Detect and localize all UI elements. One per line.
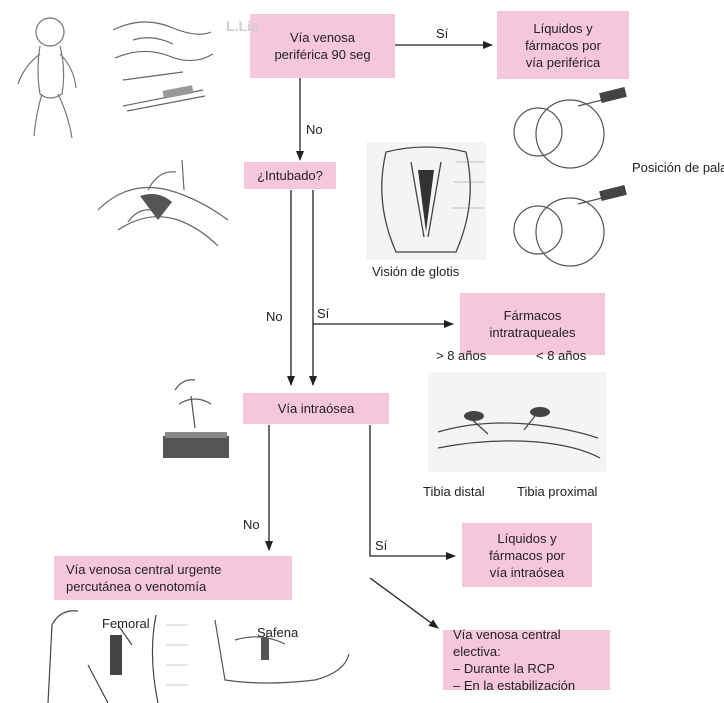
illustration-femoral-access (38, 605, 188, 703)
box-via-intraosea: Vía intraósea (243, 393, 389, 424)
label-no-periferica: No (306, 122, 323, 137)
box-farmacos-intratraqueales: Fármacos intratraqueales (460, 293, 605, 355)
label-no-intubado: No (266, 309, 283, 324)
caption-mayor-8: > 8 años (436, 348, 486, 363)
box-via-periferica: Vía venosa periférica 90 seg (250, 14, 395, 78)
caption-posicion-pala: Posición de pala (632, 160, 724, 175)
box-liquidos-periferica: Líquidos y fármacos por vía periférica (497, 11, 629, 79)
box-liquidos-intraosea-line1: Líquidos y (497, 530, 556, 547)
box-central-electiva-line2: – Durante la RCP (453, 660, 555, 677)
illustration-intraosseous-needle (155, 370, 240, 465)
box-liquidos-intraosea-line2: fármacos por (489, 547, 565, 564)
box-via-periferica-line1: Vía venosa (290, 29, 355, 46)
illustration-blade-position (508, 86, 632, 280)
box-central-electiva-line1: Vía venosa central electiva: (453, 626, 610, 660)
caption-vision-glotis: Visión de glotis (372, 264, 459, 279)
box-farmacos-line2: intratraqueales (490, 324, 576, 341)
box-central-urgente-line1: Vía venosa central urgente (66, 561, 221, 578)
box-central-electiva-line3: – En la estabilización (453, 677, 575, 694)
box-via-intraosea-text: Vía intraósea (278, 400, 355, 417)
label-si-intubado: Sí (317, 306, 329, 321)
box-liquidos-intraosea-line3: vía intraósea (490, 564, 564, 581)
partial-header-text: L.Lin (226, 18, 259, 34)
arrow-to-central-electiva (370, 578, 438, 628)
box-intubado: ¿Intubado? (244, 162, 336, 189)
box-via-central-electiva: Vía venosa central electiva: – Durante l… (443, 630, 610, 690)
box-liquidos-periferica-line3: vía periférica (526, 54, 600, 71)
caption-tibia-proximal: Tibia proximal (517, 484, 597, 499)
box-farmacos-line1: Fármacos (504, 307, 562, 324)
box-intubado-text: ¿Intubado? (257, 167, 323, 184)
label-si-periferica: Sí (436, 26, 448, 41)
label-si-intraosea: Sí (375, 538, 387, 553)
label-no-intraosea: No (243, 517, 260, 532)
box-liquidos-intraosea: Líquidos y fármacos por vía intraósea (462, 523, 592, 587)
illustration-peripheral-cannulation (103, 10, 221, 122)
illustration-intubation-hand (88, 150, 238, 260)
box-via-central-urgente: Vía venosa central urgente percutánea o … (54, 556, 292, 600)
box-central-urgente-line2: percutánea o venotomía (66, 578, 206, 595)
illustration-tibia (428, 372, 606, 472)
illustration-saphenous-access (205, 610, 355, 690)
illustration-glottis (366, 142, 486, 260)
box-liquidos-periferica-line2: fármacos por (525, 37, 601, 54)
box-via-periferica-line2: periférica 90 seg (274, 46, 370, 63)
caption-tibia-distal: Tibia distal (423, 484, 485, 499)
caption-menor-8: < 8 años (536, 348, 586, 363)
illustration-infant (10, 10, 95, 150)
box-liquidos-periferica-line1: Líquidos y (533, 20, 592, 37)
